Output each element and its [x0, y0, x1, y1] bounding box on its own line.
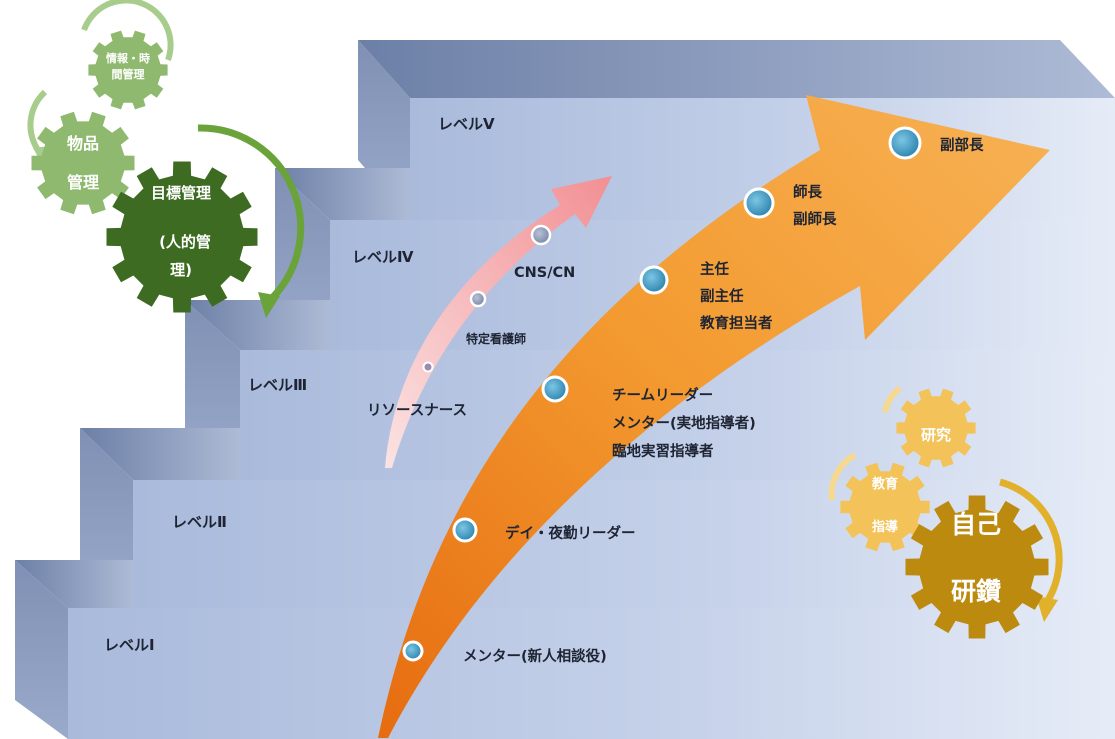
gear-goal-management	[106, 161, 258, 313]
gear-research	[896, 388, 976, 468]
milestone-dot-certified-nurse-specialist	[469, 290, 487, 308]
orange-milestone-labels: メンター(新人相談役) デイ・夜勤リーダー チームリーダー メンター(実地指導者…	[463, 136, 984, 665]
gear-main-text-1: 目標管理	[151, 184, 211, 202]
growth-gears: 研究 教育 指導 自己 研鑽	[828, 385, 1063, 639]
cycle-arrow-research	[882, 385, 902, 413]
milestone-text-head-nurse: 師長	[793, 183, 822, 201]
milestone-text-mentor-practical: メンター(実地指導者)	[612, 414, 756, 432]
milestone-dot-deputy-director	[888, 126, 922, 160]
pink-milestones	[422, 224, 552, 373]
gear-self-text-2: 研鑽	[951, 577, 1001, 606]
gear-goods-text-1: 物品	[67, 134, 99, 153]
milestone-text-clinical-instructor: 臨地実習指導者	[612, 442, 714, 460]
pink-milestone-text-3: CNS/CN	[514, 265, 575, 281]
gearResearch-shape	[896, 388, 976, 468]
level-label-1: レベルⅠ	[104, 636, 155, 654]
gear-education-text-2: 指導	[872, 519, 898, 535]
milestone-dot-head-nurse	[743, 187, 775, 219]
pink-milestone-text-1: リソースナース	[367, 402, 467, 419]
pink-milestone-text-2: 特定看護師	[466, 331, 526, 346]
orange-milestones	[402, 126, 922, 662]
gear-goods-management	[31, 111, 135, 215]
gearGoods-shape	[31, 111, 135, 215]
gear-main-text-2: (人的管	[159, 233, 211, 251]
gear-education-guidance	[840, 462, 930, 552]
gear-info-time-management	[88, 30, 168, 110]
level-label-3: レベルⅢ	[248, 376, 307, 394]
milestone-dot-shift-leader	[452, 517, 478, 543]
cycle-arrow-info	[81, 0, 174, 62]
gearEdu-shape	[840, 462, 930, 552]
milestone-dot-cns-cn	[530, 224, 552, 246]
gear-main-text-3: 理)	[170, 261, 192, 279]
milestone-text-mentor-newcomer: メンター(新人相談役)	[463, 647, 607, 665]
gear-self-text-1: 自己	[951, 510, 1001, 539]
milestone-text-deputy-head-nurse: 副師長	[793, 210, 837, 228]
cycle-arrow-main	[197, 124, 305, 303]
gear-self-improvement	[905, 495, 1049, 639]
milestone-text-deputy-director: 副部長	[940, 136, 984, 154]
orange-path-arrow	[378, 95, 1050, 738]
cycle-arrow-self	[999, 478, 1063, 602]
milestone-text-deputy-chief: 副主任	[700, 287, 744, 305]
gear-info-text-1: 情報・時	[106, 51, 150, 65]
milestone-text-chief: 主任	[700, 260, 729, 278]
pink-path-arrow	[385, 176, 612, 468]
cycle-arrow-goods	[27, 89, 48, 152]
gear-goods-text-2: 管理	[67, 173, 99, 192]
cycle-arrow-self-head	[1036, 596, 1058, 622]
gear-info-text-2: 間管理	[112, 67, 145, 81]
level-label-5: レベルⅤ	[438, 115, 495, 133]
gearMain-shape	[106, 161, 258, 313]
milestone-text-team-leader: チームリーダー	[612, 386, 713, 404]
milestone-dot-team-leader	[541, 375, 569, 403]
level-label-2: レベルⅡ	[172, 513, 227, 531]
gearSelf-shape	[905, 495, 1049, 639]
cycle-arrow-education	[828, 452, 857, 501]
gearInfo-shape	[88, 30, 168, 110]
cycle-arrow-main-head	[258, 292, 280, 318]
gear-education-text-1: 教育	[871, 476, 898, 492]
milestone-dot-chief	[639, 265, 669, 295]
gear-research-text: 研究	[921, 426, 951, 444]
milestone-dot-mentor-newcomer	[402, 640, 424, 662]
milestone-text-shift-leader: デイ・夜勤リーダー	[505, 524, 636, 542]
milestone-dot-resource-nurse	[422, 361, 434, 373]
level-label-4: レベルⅣ	[352, 248, 414, 266]
management-gears: 情報・時 間管理 物品 管理 目標管理 (人的管 理)	[27, 0, 305, 318]
milestone-text-education-officer: 教育担当者	[699, 314, 773, 332]
step-level-1	[15, 560, 1115, 739]
